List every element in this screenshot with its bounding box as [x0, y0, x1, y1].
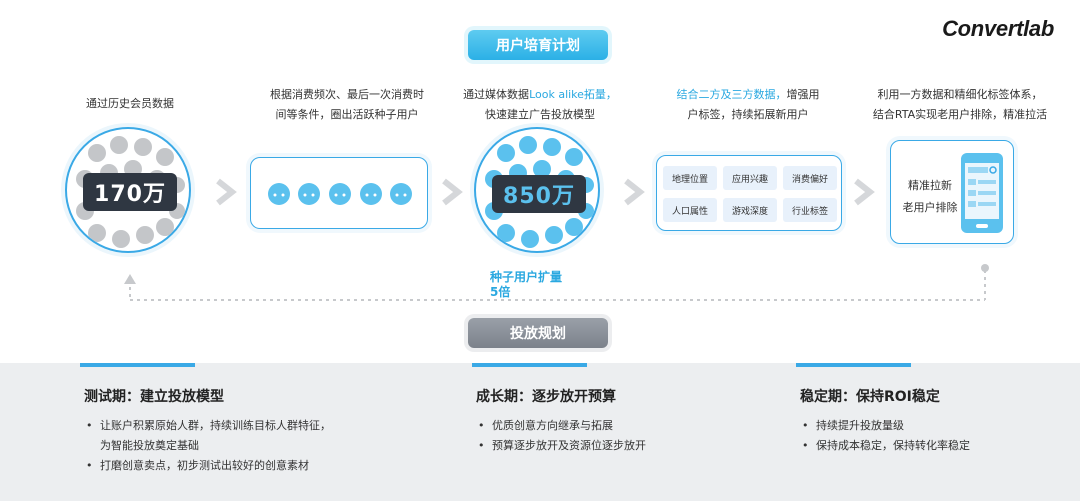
phase-1-bullet: •让账户积累原始人群，持续训练目标人群特征， — [86, 419, 331, 432]
step-1-caption: 通过历史会员数据 — [65, 94, 195, 114]
tag-demographics: 人口属性 — [663, 198, 717, 222]
step-5-caption-line: 结合RTA实现老用户排除，精准拉活 — [872, 108, 1048, 121]
step-1-caption-line: 通过历史会员数据 — [86, 97, 174, 110]
chevron-right-icon — [216, 178, 237, 206]
chevron-right-icon — [624, 178, 645, 206]
phase-2-bullet: •优质创意方向继承与拓展 — [478, 419, 613, 432]
step-1-member-circle: 170万 — [65, 127, 191, 253]
phase-2-accent-bar — [472, 363, 587, 367]
phase-3-bullets: •持续提升投放量级 •保持成本稳定，保持转化率稳定 — [802, 416, 1062, 456]
phase-3-bullet: •持续提升投放量级 — [802, 419, 904, 432]
tag-consumption-preference: 消费偏好 — [783, 166, 837, 190]
tag-industry: 行业标签 — [783, 198, 837, 222]
bullet-text: 预算逐步放开及资源位逐步放开 — [492, 439, 646, 452]
phase-1-bullets: •让账户积累原始人群，持续训练目标人群特征， 为智能投放奠定基础 •打磨创意卖点… — [86, 416, 406, 476]
step-2-caption: 根据消费频次、最后一次消费时 间等条件，圈出活跃种子用户 — [252, 85, 442, 125]
step-2-caption-line: 间等条件，圈出活跃种子用户 — [275, 108, 419, 121]
step-3-expanded-circle: 850万 — [474, 127, 600, 253]
bullet-text: 持续提升投放量级 — [816, 419, 904, 432]
step-5-caption: 利用一方数据和精细化标签体系， 结合RTA实现老用户排除，精准拉活 — [860, 85, 1060, 125]
phase-1-accent-bar — [80, 363, 195, 367]
phase-3-bullet: •保持成本稳定，保持转化率稳定 — [802, 439, 970, 452]
step-4-caption-line: 户标签，持续拓展新用户 — [687, 108, 809, 121]
step-3-caption-prefix: 通过媒体数据 — [463, 88, 530, 101]
existing-user-exclusion-label: 老用户排除 — [902, 201, 958, 214]
step-4-caption: 结合二方及三方数据，增强用 户标签，持续拓展新用户 — [658, 85, 838, 125]
bullet-text: 让账户积累原始人群，持续训练目标人群特征， — [100, 419, 331, 432]
phase-2-title: 成长期：逐步放开预算 — [476, 389, 616, 405]
step-3-lookalike-highlight: Look alike拓量， — [529, 88, 617, 101]
phone-icon — [961, 153, 1003, 233]
step-3-count-badge: 850万 — [492, 175, 586, 213]
tag-app-interest: 应用兴趣 — [723, 166, 777, 190]
bullet-text: 打磨创意卖点，初步测试出较好的创意素材 — [100, 459, 309, 472]
bullet-text: 保持成本稳定，保持转化率稳定 — [816, 439, 970, 452]
step-5-caption-line: 利用一方数据和精细化标签体系， — [877, 88, 1043, 101]
step-3-caption: 通过媒体数据Look alike拓量， 快速建立广告投放模型 — [460, 85, 620, 125]
phase-2-bullet: •预算逐步放开及资源位逐步放开 — [478, 439, 646, 452]
phase-1-bullet: •打磨创意卖点，初步测试出较好的创意素材 — [86, 459, 309, 472]
seed-user-heads — [268, 183, 412, 205]
step-4-tags-box: 地理位置 应用兴趣 消费偏好 人口属性 游戏深度 行业标签 — [656, 155, 842, 231]
convertlab-logo: Convertlab — [942, 16, 1054, 41]
step-4-caption-suffix: 增强用 — [786, 88, 820, 101]
phase-3-title: 稳定期：保持ROI稳定 — [800, 389, 940, 405]
phase-1-title: 测试期：建立投放模型 — [84, 389, 224, 405]
precise-acquisition-label: 精准拉新 — [908, 179, 952, 192]
step-2-seed-users-box — [250, 157, 428, 229]
delivery-plan-heading: 投放规划 — [468, 318, 608, 348]
tag-game-depth: 游戏深度 — [723, 198, 777, 222]
step-2-caption-line: 根据消费频次、最后一次消费时 — [270, 88, 424, 101]
step-5-reactivation-box: 精准拉新 老用户排除 — [890, 140, 1014, 244]
chevron-right-icon — [442, 178, 463, 206]
phase-2-bullets: •优质创意方向继承与拓展 •预算逐步放开及资源位逐步放开 — [478, 416, 758, 456]
return-loop-connector — [124, 264, 989, 301]
step-5-box-text: 精准拉新 老用户排除 — [897, 175, 963, 219]
seed-expansion-note: 种子用户扩量5倍 — [490, 270, 563, 299]
chevron-right-icon — [854, 178, 875, 206]
step-3-caption-line: 快速建立广告投放模型 — [485, 108, 595, 121]
tag-location: 地理位置 — [663, 166, 717, 190]
bullet-text-continued: 为智能投放奠定基础 — [100, 439, 199, 452]
step-4-data-highlight: 结合二方及三方数据， — [676, 88, 787, 101]
bullet-text: 优质创意方向继承与拓展 — [492, 419, 613, 432]
user-nurture-plan-heading: 用户培育计划 — [468, 30, 608, 60]
step-1-count-badge: 170万 — [83, 173, 177, 211]
phase-3-accent-bar — [796, 363, 911, 367]
phases-panel — [0, 363, 1080, 501]
